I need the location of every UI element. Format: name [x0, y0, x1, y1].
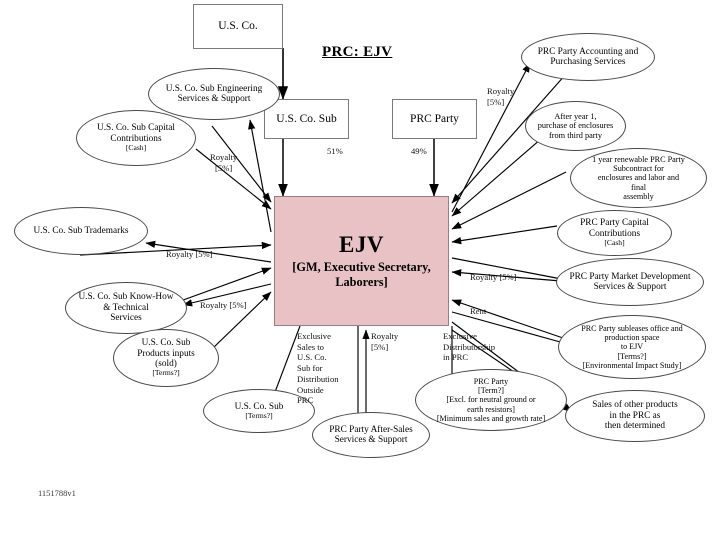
- ellipse-prc-party-accounting-label: PRC Party Accounting and Purchasing Serv…: [537, 46, 639, 67]
- ellipse-prc-party-distribution[interactable]: PRC Party [Term?] [Excl. for neutral gro…: [415, 369, 567, 431]
- ellipse-us-co-sub-engineering[interactable]: U.S. Co. Sub Engineering Services & Supp…: [148, 68, 280, 120]
- center-node-ejv[interactable]: EJV [GM, Executive Secretary, Laborers]: [274, 196, 449, 326]
- ellipse-us-co-sub-engineering-label: U.S. Co. Sub Engineering Services & Supp…: [165, 83, 263, 104]
- ellipse-us-co-sub-knowhow[interactable]: U.S. Co. Sub Know-How & Technical Servic…: [65, 282, 187, 334]
- ejv-roles: [GM, Executive Secretary, Laborers]: [292, 259, 431, 289]
- document-footer-id: 1151788v1: [38, 488, 76, 498]
- ellipse-prc-party-after-sales[interactable]: PRC Party After-Sales Services & Support: [312, 412, 430, 458]
- ellipse-us-co-sub-capital-contributions[interactable]: U.S. Co. Sub Capital Contributions [Cash…: [76, 110, 196, 166]
- ellipse-prc-party-sublease-label: PRC Party subleases office and productio…: [581, 324, 683, 370]
- ellipse-prc-party-distribution-label: PRC Party [Term?] [Excl. for neutral gro…: [436, 377, 546, 423]
- edge-label-royalty-trademarks: Royalty [5%]: [166, 249, 213, 259]
- box-us-co-sub[interactable]: U.S. Co. Sub: [264, 99, 349, 139]
- ellipse-sales-other-products[interactable]: Sales of other products in the PRC as th…: [565, 390, 705, 442]
- edge-label-rent-sublease: Rent: [470, 306, 487, 316]
- ellipse-us-co-sub-capital-contributions-label: U.S. Co. Sub Capital Contributions: [97, 123, 175, 144]
- ellipse-prc-party-accounting[interactable]: PRC Party Accounting and Purchasing Serv…: [521, 33, 655, 81]
- ellipse-us-co-sub-products-inputs-note: [Terms?]: [152, 368, 180, 378]
- ellipse-us-co-sub-terms[interactable]: U.S. Co. Sub [Terms?]: [203, 389, 315, 433]
- ellipse-sales-other-products-label: Sales of other products in the PRC as th…: [592, 400, 678, 432]
- ellipse-after-year-1-purchase-label: After year 1, purchase of enclosures fro…: [537, 112, 614, 140]
- box-us-co-label: U.S. Co.: [218, 20, 258, 33]
- ellipse-us-co-sub-products-inputs[interactable]: U.S. Co. Sub Products inputs (sold) [Ter…: [113, 329, 219, 387]
- ownership-us-co-sub: 51%: [327, 146, 343, 156]
- ellipse-prc-party-capital-contributions-note: [Cash]: [604, 238, 625, 248]
- edge-label-royalty-market-development: Royalty [5%]: [470, 272, 517, 282]
- ellipse-prc-party-market-development[interactable]: PRC Party Market Development Services & …: [556, 258, 704, 306]
- ejv-name: EJV: [339, 231, 384, 257]
- ellipse-prc-party-subcontract[interactable]: 1 year renewable PRC Party Subcontract f…: [570, 148, 707, 208]
- edge-label-royalty-knowhow: Royalty [5%]: [200, 300, 247, 310]
- ellipse-us-co-sub-trademarks-label: U.S. Co. Sub Trademarks: [33, 225, 129, 236]
- ellipse-prc-party-sublease[interactable]: PRC Party subleases office and productio…: [558, 315, 706, 379]
- ellipse-us-co-sub-terms-note: [Terms?]: [245, 410, 273, 420]
- box-us-co-sub-label: U.S. Co. Sub: [276, 112, 337, 125]
- box-prc-party[interactable]: PRC Party: [392, 99, 477, 139]
- ellipse-us-co-sub-terms-label: U.S. Co. Sub: [234, 401, 284, 412]
- ellipse-prc-party-capital-contributions[interactable]: PRC Party Capital Contributions [Cash]: [557, 210, 672, 256]
- ellipse-us-co-sub-trademarks[interactable]: U.S. Co. Sub Trademarks: [14, 207, 148, 255]
- edge-label-exclusive-sales-outside-prc: Exclusive Sales to U.S. Co. Sub for Dist…: [297, 331, 339, 406]
- ellipse-prc-party-capital-contributions-label: PRC Party Capital Contributions: [580, 218, 649, 239]
- box-prc-party-label: PRC Party: [410, 112, 459, 125]
- page-title: PRC: EJV: [322, 44, 393, 60]
- ellipse-after-year-1-purchase[interactable]: After year 1, purchase of enclosures fro…: [525, 101, 626, 151]
- ellipse-prc-party-market-development-label: PRC Party Market Development Services & …: [569, 271, 691, 292]
- ellipse-prc-party-subcontract-label: 1 year renewable PRC Party Subcontract f…: [592, 155, 685, 201]
- ownership-prc-party: 49%: [411, 146, 427, 156]
- edge-label-royalty-accounting: Royalty [5%]: [487, 86, 515, 107]
- edge-label-royalty-engineering: Royalty [5%]: [210, 152, 238, 173]
- edge-label-exclusive-distributorship: Exclusive Distributorship in PRC: [443, 331, 496, 363]
- ellipse-prc-party-after-sales-label: PRC Party After-Sales Services & Support: [329, 424, 413, 445]
- ellipse-us-co-sub-capital-contributions-note: [Cash]: [125, 143, 147, 153]
- ellipse-us-co-sub-products-inputs-label: U.S. Co. Sub Products inputs (sold): [137, 338, 195, 369]
- ellipse-us-co-sub-knowhow-label: U.S. Co. Sub Know-How & Technical Servic…: [78, 292, 174, 324]
- box-us-co[interactable]: U.S. Co.: [193, 4, 283, 49]
- edge-label-royalty-after-sales: Royalty [5%]: [371, 331, 399, 352]
